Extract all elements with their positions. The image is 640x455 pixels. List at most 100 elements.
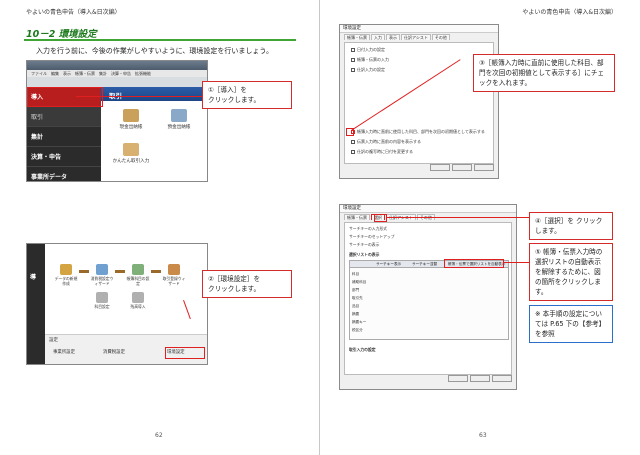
- flow-node-account-setup[interactable]: 帳簿科目の設定: [125, 264, 151, 286]
- tile-cash-book[interactable]: 現金出納帳: [111, 109, 151, 130]
- tax-settings-button[interactable]: 消費税設定: [103, 350, 125, 355]
- page-number-left: 62: [155, 432, 163, 439]
- simple-entry-icon: [123, 143, 139, 156]
- option-book-input[interactable]: 帳簿・伝票の入力: [351, 57, 389, 63]
- flow-node-new-data[interactable]: データの新規作成: [53, 264, 79, 286]
- tile-simple-entry[interactable]: かんたん取引入力: [111, 143, 151, 164]
- tab-input[interactable]: 入力: [371, 34, 385, 40]
- flow-arrow: [115, 270, 125, 273]
- option-change-date-on-copy[interactable]: 仕訳の複写時に日付を変更する: [351, 149, 413, 155]
- grid-item: 摘要: [352, 312, 360, 316]
- grid-item-column: 科目 補助科目 部門 取引先 品目 摘要 摘要キー 税区分: [352, 270, 366, 334]
- checkbox[interactable]: [351, 140, 355, 144]
- environment-settings-button[interactable]: 環境設定: [167, 350, 185, 355]
- sidebar-item-totals[interactable]: 集計: [27, 127, 101, 147]
- flow-node-transaction-wizard[interactable]: 取引登録ウィザード: [161, 264, 187, 286]
- flow-node-tax-wizard[interactable]: 消費税設定ウィザード: [89, 264, 115, 286]
- highlight-intro: [27, 87, 103, 107]
- sidebar-item-transactions[interactable]: 取引: [27, 107, 101, 127]
- callout-note: ※ 本手順の設定については P.65 下の【参考】を参照: [529, 305, 613, 343]
- dialog-environment-settings-1: 環境設定 帳簿・伝票入力表示仕訳アシストその他 日付入力の設定 帳簿・伝票の入力…: [339, 24, 499, 179]
- settings-area: 設定 事業所設定 消費税設定 環境設定: [45, 334, 207, 364]
- screenshot-intro-panel: 導 データの新規作成 消費税設定ウィザード 帳簿科目の設定: [26, 243, 208, 365]
- dialog-body: サーチキーの入力形式 サーチキーのセットアップ サーチキーの表示 選択リストの表…: [344, 222, 512, 375]
- tab-books[interactable]: 帳簿・伝票: [344, 214, 370, 220]
- dialog-title: 環境設定: [340, 205, 516, 213]
- option-label: 仕訳入力の設定: [357, 67, 385, 72]
- sidebar-item-office-data[interactable]: 事業所データ: [27, 167, 101, 181]
- row-search-key-setup[interactable]: サーチキーのセットアップ: [349, 234, 395, 239]
- option-label: 日付入力の設定: [357, 47, 385, 52]
- checkbox[interactable]: [351, 68, 355, 72]
- tile-label: かんたん取引入力: [112, 159, 150, 164]
- node-label: 消費税設定ウィザード: [90, 276, 114, 286]
- sidebar-item-closing[interactable]: 決算・申告: [27, 147, 101, 167]
- dialog-title: 環境設定: [340, 25, 498, 33]
- callout-step1: ①［導入］を クリックします。: [202, 81, 292, 109]
- screenshot-main-menu: ファイル 編集 表示 帳簿・伝票 集計 決算・申告 拡張機能 導入 取引 集計 …: [26, 60, 208, 182]
- tab-select[interactable]: 選択: [371, 214, 385, 220]
- grid-item: 品目: [352, 304, 360, 308]
- transaction-input-settings-label: 取引入力の設定: [349, 347, 376, 352]
- row-selection-list: 選択リストの表示: [349, 252, 380, 257]
- section-underline: [24, 39, 296, 41]
- grid-item: 部門: [352, 288, 360, 292]
- option-date-input[interactable]: 日付入力の設定: [351, 47, 385, 53]
- option-show-previous[interactable]: 伝票入力時に直前の内容を表示する: [351, 139, 421, 145]
- page-gutter: [319, 0, 320, 455]
- navigator-panel: 取引 現金出納帳 預金出納帳 かんたん取引入力: [101, 87, 207, 181]
- help-button[interactable]: [492, 375, 512, 382]
- flow-node-opening-balance[interactable]: 残高導入: [125, 292, 151, 309]
- flow-node-account-settings[interactable]: 科目設定: [89, 292, 115, 309]
- tile-label: 現金出納帳: [119, 125, 143, 130]
- flow-arrow: [151, 270, 161, 273]
- row-search-key-display[interactable]: サーチキーの表示: [349, 242, 380, 247]
- page-left: やよいの青色申告（導入&日次編） 10－2 環境設定 入力を行う前に、今後の作業…: [0, 0, 318, 455]
- checkbox[interactable]: [351, 48, 355, 52]
- help-button[interactable]: [474, 164, 494, 171]
- checkbox[interactable]: [351, 150, 355, 154]
- callout-step2: ②［環境設定］を クリックします。: [202, 270, 292, 298]
- option-journal-input[interactable]: 仕訳入力の設定: [351, 67, 385, 73]
- tile-deposit-book[interactable]: 預金出納帳: [159, 109, 199, 130]
- grid-item: 取引先: [352, 296, 363, 300]
- selection-grid: サーチキー表示 サーチキー並替 帳簿・伝票で選択リストを自動表示 科目 補助科目…: [349, 260, 509, 340]
- panel-title: 取引: [101, 87, 207, 101]
- tab-books[interactable]: 帳簿・伝票: [344, 34, 370, 40]
- highlight-select-tab: [374, 214, 387, 222]
- ok-button[interactable]: [430, 164, 450, 171]
- running-header-left: やよいの青色申告（導入&日次編）: [26, 9, 121, 16]
- opening-balance-icon: [132, 292, 144, 303]
- checkbox[interactable]: [351, 58, 355, 62]
- callout-step5: ⑤ 帳簿・伝票入力時の選択リストの自動表示を解除するために、図の箇所をクリックし…: [529, 243, 613, 301]
- cancel-button[interactable]: [452, 164, 472, 171]
- option-label: 仕訳の複写時に日付を変更する: [357, 149, 413, 154]
- menu-bar: ファイル 編集 表示 帳簿・伝票 集計 決算・申告 拡張機能: [27, 70, 207, 77]
- tab-other[interactable]: その他: [431, 34, 450, 40]
- option-default-last-used[interactable]: 帳簿入力時に直前に使用した科目、部門を次回の初期値として表示する: [351, 129, 485, 135]
- account-setup-icon: [132, 264, 144, 275]
- cancel-button[interactable]: [470, 375, 490, 382]
- window-titlebar: [27, 61, 207, 70]
- tab-display[interactable]: 表示: [386, 34, 400, 40]
- node-label: 残高導入: [130, 304, 146, 309]
- lead-text: 入力を行う前に、今後の作業がしやすいように、環境設定を行いましょう。: [36, 47, 273, 55]
- cash-book-icon: [123, 109, 139, 122]
- callout-step3: ③［帳簿入力時に直前に使用した科目、部門を次回の初期値として表示する］にチェック…: [473, 54, 615, 92]
- node-label: 科目設定: [94, 304, 110, 309]
- grid-item: 科目: [352, 272, 360, 276]
- option-label: 帳簿・伝票の入力: [357, 57, 389, 62]
- ok-button[interactable]: [448, 375, 468, 382]
- tab-assist[interactable]: 仕訳アシスト: [401, 34, 431, 40]
- intro-sidebar: 導: [27, 244, 45, 364]
- grid-header-cell: サーチキー並替: [412, 262, 438, 266]
- page-right: やよいの青色申告（導入&日次編） 環境設定 帳簿・伝票入力表示仕訳アシストその他…: [321, 0, 639, 455]
- grid-item: 税区分: [352, 328, 363, 332]
- row-search-key-format[interactable]: サーチキーの入力形式: [349, 226, 387, 231]
- flow-arrow: [79, 270, 89, 273]
- node-label: 帳簿科目の設定: [126, 276, 150, 286]
- navigator-sidebar: 導入 取引 集計 決算・申告 事業所データ: [27, 87, 101, 181]
- dialog-tabs: 帳簿・伝票入力表示仕訳アシストその他: [344, 34, 451, 41]
- grid-item: 摘要キー: [352, 320, 367, 324]
- office-settings-button[interactable]: 事業所設定: [53, 350, 75, 355]
